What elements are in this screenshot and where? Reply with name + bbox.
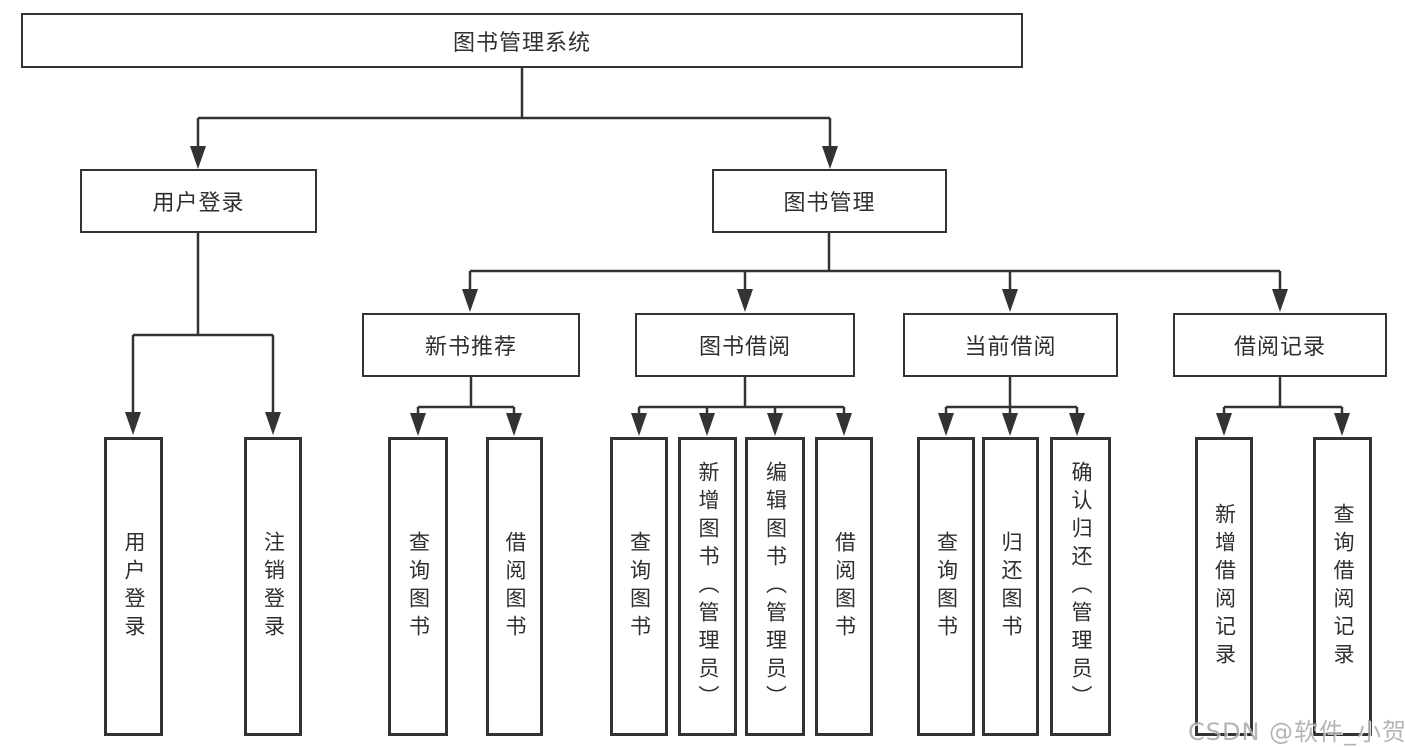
- leaf-borrow-books-recommend: 借阅图书: [486, 437, 543, 736]
- node-new-book-recommendation: 新书推荐: [362, 313, 580, 377]
- leaf-query-books-recommend: 查询图书: [388, 437, 448, 736]
- leaf-label: 查询图书: [406, 530, 431, 643]
- leaf-label: 借阅图书: [503, 530, 527, 643]
- leaf-user-login: 用户登录: [104, 437, 163, 736]
- csdn-watermark: CSDN @软件_小贺同学: [1188, 718, 1405, 746]
- leaf-label: 归还图书: [999, 530, 1023, 643]
- leaf-borrow-books: 借阅图书: [815, 437, 873, 736]
- node-label: 图书管理系统: [452, 30, 591, 56]
- node-book-borrowing: 图书借阅: [635, 313, 855, 377]
- node-borrowing-records: 借阅记录: [1173, 313, 1387, 377]
- leaf-label: 查询图书: [627, 530, 652, 643]
- node-label: 当前借阅: [964, 335, 1057, 360]
- leaf-label: 查询借阅记录: [1331, 502, 1355, 671]
- leaf-query-books-borrow: 查询图书: [610, 437, 668, 736]
- leaf-label: 用户登录: [122, 530, 146, 643]
- leaf-query-borrow-record: 查询借阅记录: [1313, 437, 1372, 736]
- leaf-label: 查询图书: [934, 530, 959, 643]
- leaf-query-books-current: 查询图书: [917, 437, 975, 736]
- leaf-edit-book-admin: 编辑图书（管理员）: [745, 437, 805, 736]
- leaf-confirm-return-admin: 确认归还（管理员）: [1050, 437, 1111, 736]
- leaf-label: 编辑图书（管理员）: [763, 460, 788, 713]
- leaf-label: 确认归还（管理员）: [1069, 460, 1093, 713]
- node-label: 图书借阅: [698, 335, 791, 360]
- leaf-add-book-admin: 新增图书（管理员）: [678, 437, 737, 736]
- leaf-label: 新增借阅记录: [1212, 502, 1237, 671]
- node-current-borrowing: 当前借阅: [903, 313, 1118, 377]
- leaf-return-books: 归还图书: [982, 437, 1039, 736]
- node-user-login: 用户登录: [80, 169, 317, 233]
- node-book-management: 图书管理: [712, 169, 947, 233]
- leaf-label: 借阅图书: [832, 530, 857, 643]
- leaf-label: 新增图书（管理员）: [696, 460, 720, 713]
- node-label: 借阅记录: [1233, 335, 1326, 360]
- leaf-add-borrow-record: 新增借阅记录: [1195, 437, 1253, 736]
- node-library-management-system: 图书管理系统: [21, 13, 1023, 68]
- node-label: 图书管理: [783, 191, 876, 216]
- leaf-label: 注销登录: [261, 530, 286, 643]
- leaf-logout: 注销登录: [244, 437, 302, 736]
- node-label: 新书推荐: [424, 335, 517, 360]
- node-label: 用户登录: [152, 191, 245, 216]
